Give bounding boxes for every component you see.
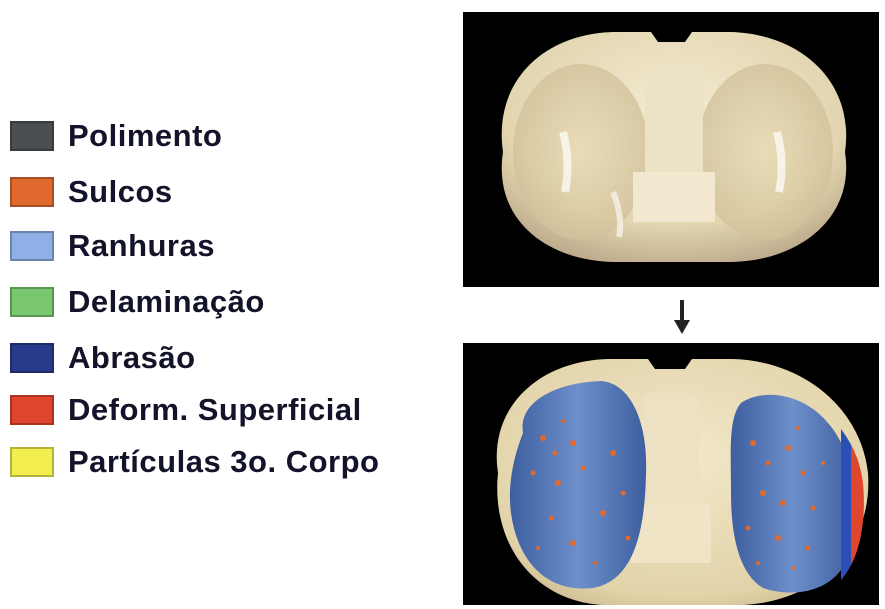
legend-item-delaminacao: Delaminação <box>10 284 265 320</box>
legend-swatch-particulas <box>10 447 54 477</box>
legend-swatch-ranhuras <box>10 231 54 261</box>
legend-item-particulas: Partículas 3o. Corpo <box>10 444 379 480</box>
legend-item-abrasao: Abrasão <box>10 340 196 376</box>
legend-label-deform-superficial: Deform. Superficial <box>68 392 362 428</box>
legend-label-particulas: Partículas 3o. Corpo <box>68 444 379 480</box>
legend-item-polimento: Polimento <box>10 118 222 154</box>
wear-region-left <box>510 381 646 589</box>
legend-item-ranhuras: Ranhuras <box>10 228 215 264</box>
legend-swatch-polimento <box>10 121 54 151</box>
down-arrow-icon <box>672 300 692 341</box>
photo-after-wear <box>463 343 879 605</box>
legend-item-sulcos: Sulcos <box>10 174 173 210</box>
legend-label-ranhuras: Ranhuras <box>68 228 215 264</box>
legend-label-polimento: Polimento <box>68 118 222 154</box>
legend-swatch-delaminacao <box>10 287 54 317</box>
legend-swatch-sulcos <box>10 177 54 207</box>
legend-label-sulcos: Sulcos <box>68 174 173 210</box>
legend-item-deform-superficial: Deform. Superficial <box>10 392 362 428</box>
photo-before-wear <box>463 12 879 287</box>
implant-insert-before <box>502 32 846 262</box>
legend-swatch-abrasao <box>10 343 54 373</box>
legend-label-abrasao: Abrasão <box>68 340 196 376</box>
legend-label-delaminacao: Delaminação <box>68 284 265 320</box>
legend-swatch-deform-superficial <box>10 395 54 425</box>
